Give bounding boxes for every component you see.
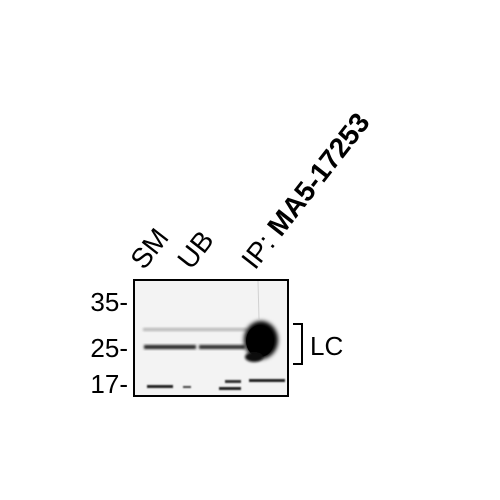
lane-label-sm: SM <box>124 222 175 275</box>
lower-band-sm2 <box>183 386 191 388</box>
ip-antibody-label: MA5-17253 <box>261 107 376 242</box>
lower-band-sm <box>147 385 173 388</box>
lane-label-ip: IP: MA5-17253 <box>235 107 376 274</box>
blot-membrane <box>133 279 289 397</box>
ip-lc-blob-core <box>246 325 274 357</box>
marker-35-label: 35- <box>90 287 128 317</box>
lower-band-ub2 <box>219 387 241 390</box>
marker-25-label: 25- <box>90 333 128 363</box>
marker-17-label: 17- <box>90 369 128 399</box>
lc-band-sm <box>144 345 196 349</box>
membrane-border <box>133 279 289 397</box>
lane-label-ub: UB <box>171 224 220 275</box>
lc-band-ub <box>199 345 245 349</box>
lower-band-ub <box>225 380 241 383</box>
lc-label: LC <box>310 331 344 361</box>
ip-lane-streak <box>257 280 260 320</box>
faint-band <box>143 328 247 331</box>
ip-lc-tail <box>245 352 263 362</box>
lower-band-ip <box>249 379 285 382</box>
lc-bracket <box>293 323 303 365</box>
